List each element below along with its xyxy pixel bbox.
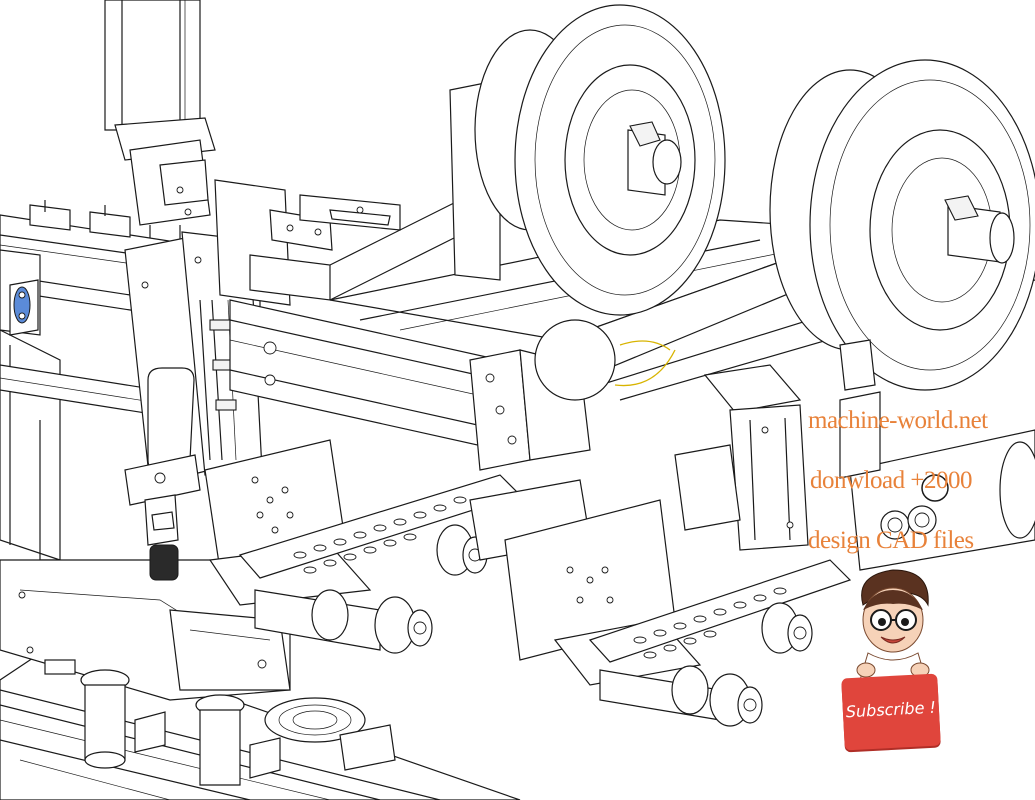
gantry-plate — [124, 231, 263, 581]
upper-bracket — [214, 179, 461, 306]
subscribe-label: Subscribe ! — [845, 697, 937, 722]
vertical-actuator — [104, 0, 216, 300]
right-guide — [674, 364, 809, 551]
right-gripper — [504, 499, 852, 727]
right-reel — [769, 59, 1035, 391]
bottom-fittings — [44, 659, 396, 786]
subscribe-button[interactable]: Subscribe ! — [841, 673, 941, 751]
watermark-site: machine-world.net — [808, 407, 988, 434]
cartoon-character-icon — [856, 569, 930, 680]
left-reel — [449, 4, 726, 316]
right-shaft — [839, 391, 1035, 571]
watermark-download: donwload +2000 — [810, 467, 972, 494]
perforated-plate-holes-right — [633, 587, 787, 659]
watermark-cad-files: design CAD files — [808, 527, 974, 554]
left-gripper — [204, 439, 591, 654]
perforated-plate-holes-left — [293, 496, 467, 574]
